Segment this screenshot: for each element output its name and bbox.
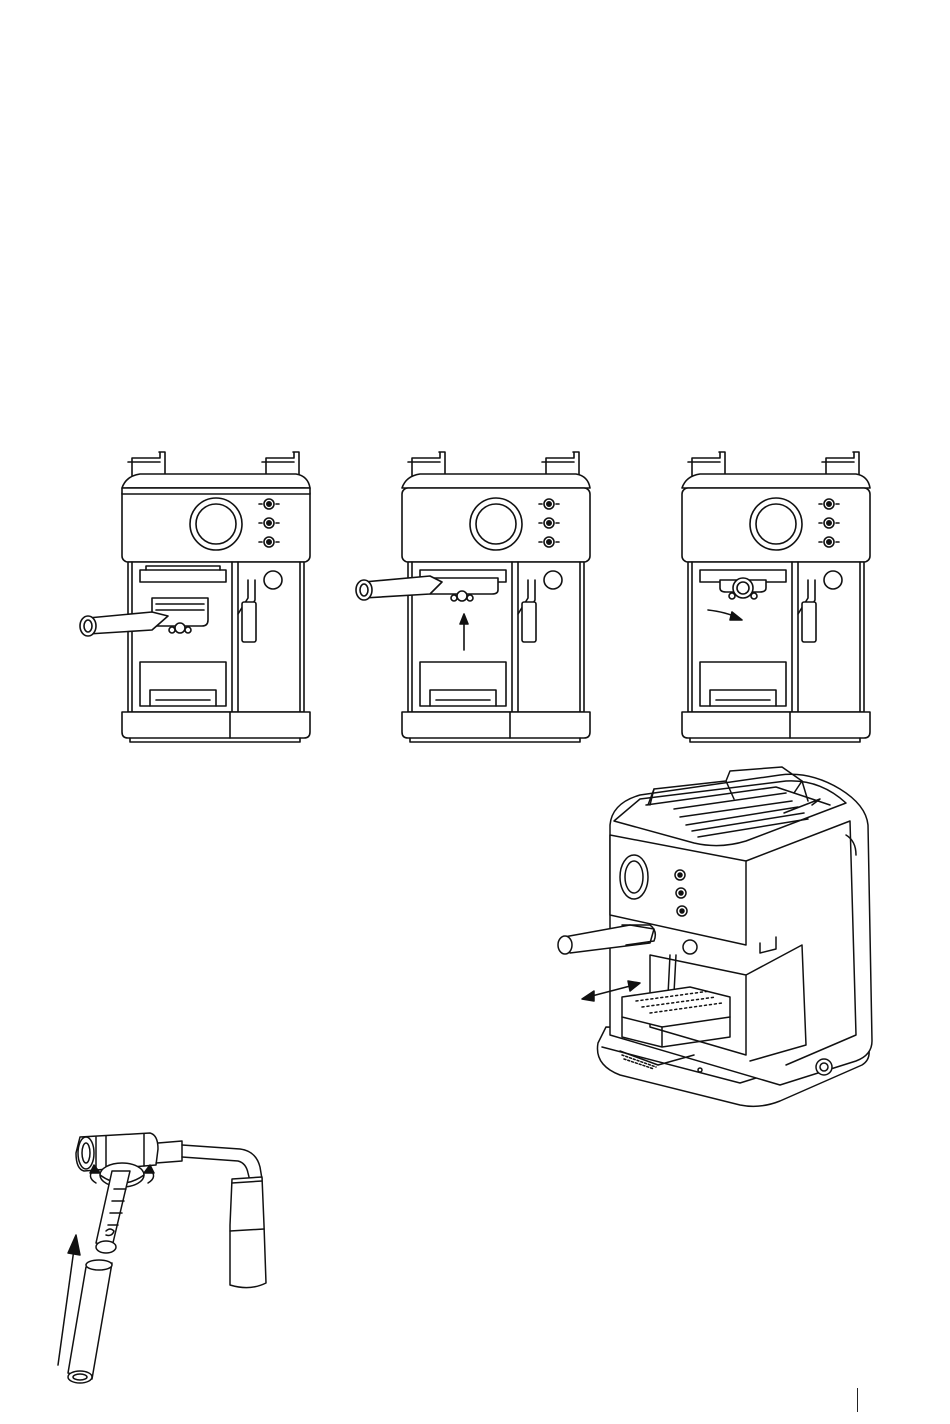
espresso-machine-front-view-3 xyxy=(630,440,880,750)
page-edge-rule xyxy=(857,1388,858,1412)
espresso-machine-front-icon xyxy=(70,440,320,750)
espresso-machine-isometric-icon xyxy=(550,765,890,1125)
steam-wand-icon xyxy=(50,1125,310,1405)
espresso-machine-front-view-1 xyxy=(70,440,320,750)
espresso-machine-front-icon xyxy=(350,440,600,750)
espresso-machine-isometric-view xyxy=(550,765,890,1125)
steam-wand-assembly xyxy=(50,1125,310,1405)
espresso-machine-front-icon xyxy=(630,440,880,750)
espresso-machine-front-view-2 xyxy=(350,440,600,750)
